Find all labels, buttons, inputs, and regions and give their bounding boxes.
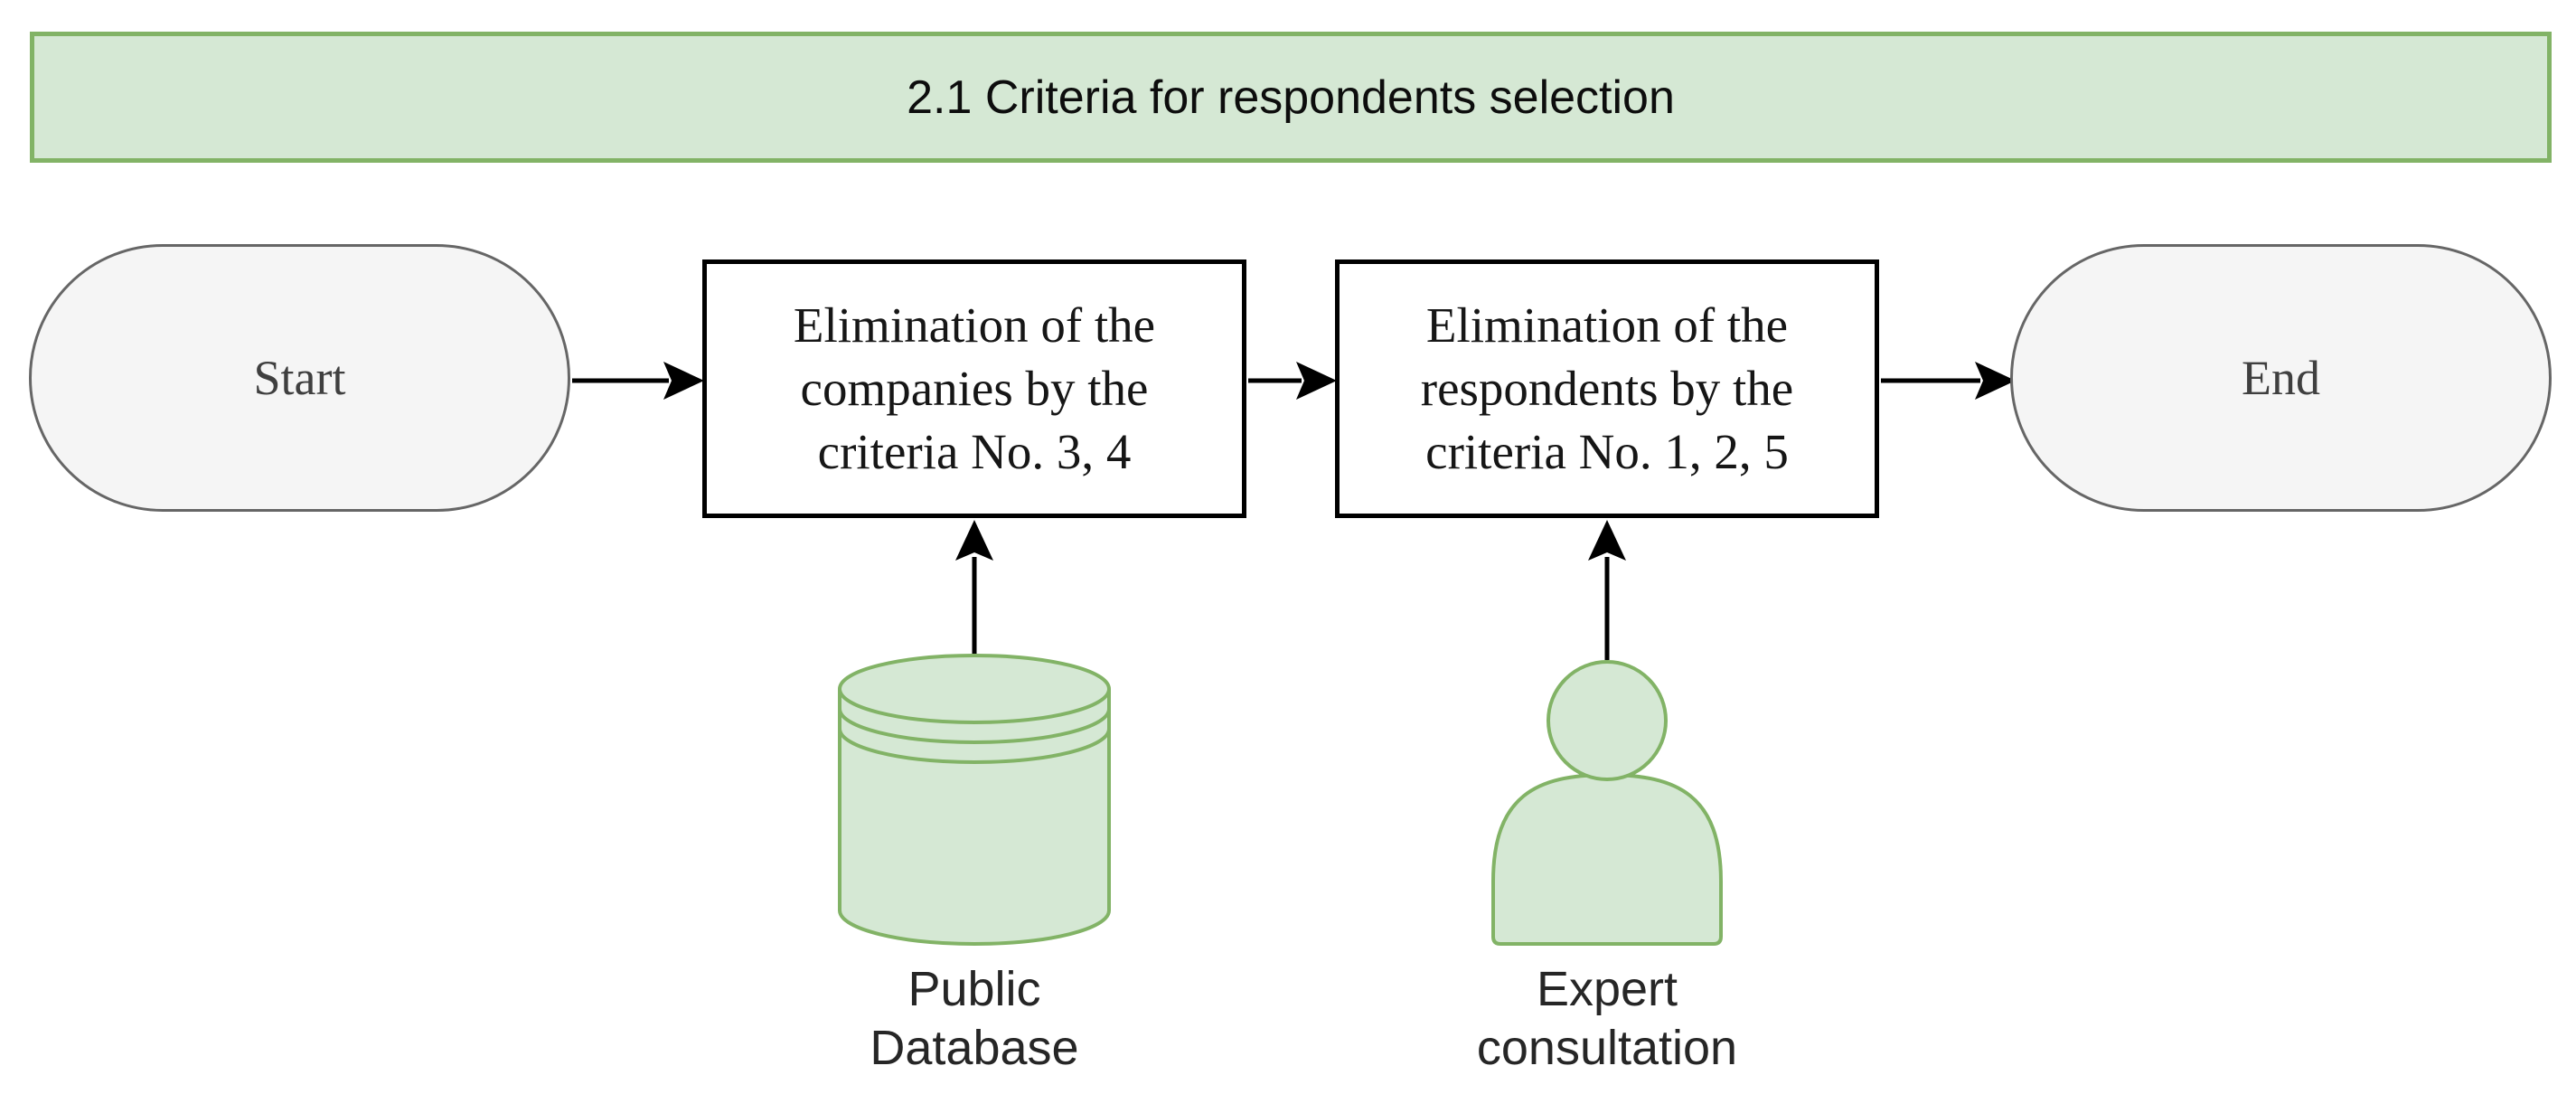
node-end: End — [2010, 244, 2552, 512]
node-process-companies: Elimination of the companies by the crit… — [702, 259, 1246, 518]
node-end-label: End — [2242, 351, 2320, 405]
database-label-line: Public — [907, 962, 1041, 1016]
expert-label-line: consultation — [1476, 1021, 1738, 1075]
node-start-label: Start — [253, 351, 346, 405]
arrow-start-to-process1 — [572, 362, 704, 400]
process-line: companies by the — [800, 361, 1149, 416]
process-line: criteria No. 3, 4 — [817, 424, 1132, 479]
section-banner-title: 2.1 Criteria for respondents selection — [907, 71, 1675, 124]
arrow-database-to-process1 — [955, 520, 993, 654]
node-start: Start — [29, 244, 570, 512]
database-label: Public Database — [748, 960, 1200, 1078]
process-line: Elimination of the — [1425, 297, 1789, 353]
arrow-expert-to-process2 — [1588, 520, 1626, 660]
process-line: Elimination of the — [793, 297, 1156, 353]
process-line: criteria No. 1, 2, 5 — [1425, 424, 1789, 479]
database-label-line: Database — [870, 1021, 1079, 1075]
expert-consultation-label: Expert consultation — [1381, 960, 1833, 1078]
person-icon — [1491, 660, 1723, 946]
expert-label-line: Expert — [1536, 962, 1678, 1016]
database-cylinder-icon — [838, 653, 1111, 947]
process-line: respondents by the — [1420, 361, 1794, 416]
arrow-process1-to-process2 — [1248, 362, 1337, 400]
node-process-respondents: Elimination of the respondents by the cr… — [1335, 259, 1879, 518]
section-banner: 2.1 Criteria for respondents selection — [30, 32, 2552, 163]
arrow-process2-to-end — [1881, 362, 2016, 400]
